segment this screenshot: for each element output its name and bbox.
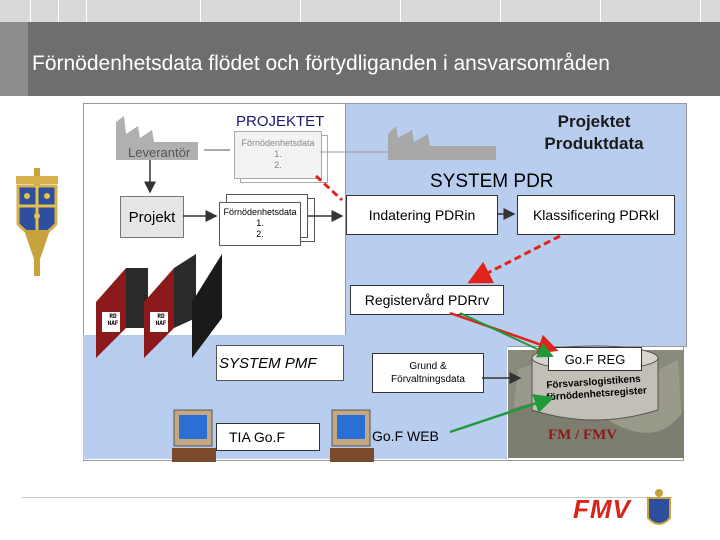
factory-icon [116,116,198,160]
fmv-logo: FMV [573,494,631,524]
computer-icon-tia [172,409,216,462]
header-bar [0,22,720,96]
top-strip [0,0,720,22]
footer-rule [22,497,672,498]
header-left-band [0,22,28,96]
fm-fmv-label: FM / FMV [548,427,618,443]
factory-icon-right [388,126,496,160]
gof-web-label: Go.F WEB [372,428,439,444]
computer-icon-web [330,409,374,462]
klassificering-box: Klassificering PDRkl [517,195,675,235]
page-title: Förnödenhetsdata flödet och förtydligand… [32,52,610,75]
registervard-box: Registervård PDRrv [350,285,504,315]
fmv-crest-icon [647,489,671,525]
crest-icon [16,168,58,276]
tia-box: TIA Go.F [216,423,320,451]
grund-box: Grund &Förvaltningsdata [372,353,484,393]
binders-icon [96,254,222,358]
system-pmf-box: SYSTEM PMF [216,345,344,381]
indatering-box: Indatering PDRin [346,195,498,235]
leverantor-label: Leverantör [128,145,191,160]
gof-reg-box: Go.F REG [548,347,642,371]
projekt-box: Projekt [120,196,184,238]
projektet-label: PROJEKTET [236,113,325,130]
system-pdr-label: SYSTEM PDR [430,171,554,192]
